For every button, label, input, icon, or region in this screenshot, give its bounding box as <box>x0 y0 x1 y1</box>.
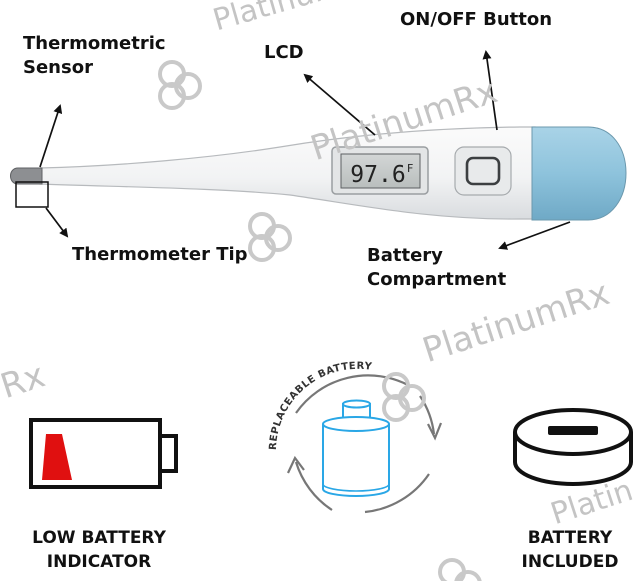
lcd-arrow <box>303 73 376 136</box>
low-battery-caption-line2: INDICATOR <box>46 552 152 572</box>
sensor-arrow <box>39 104 63 168</box>
battery-arrow <box>498 221 571 250</box>
battery-label-line1: Battery <box>367 245 443 266</box>
lcd-label: LCD <box>264 42 304 63</box>
thermometer-cap <box>531 126 627 221</box>
onoff-button-recess[interactable] <box>454 146 512 196</box>
tip-arrow <box>45 207 69 238</box>
lcd-unit: F <box>407 162 413 175</box>
tip-callout-box <box>15 181 49 208</box>
low-battery-caption: LOW BATTERY INDICATOR <box>14 526 184 574</box>
thermometer-tip <box>10 167 43 185</box>
lcd-reading: 97.6 <box>350 162 405 188</box>
low-battery-icon <box>29 418 178 489</box>
replaceable-battery-icon <box>287 374 443 514</box>
coin-battery-icon <box>513 408 633 486</box>
tip-label: Thermometer Tip <box>72 244 248 265</box>
battery-included-caption-line2: INCLUDED <box>521 552 619 572</box>
battery-included-caption: BATTERY INCLUDED <box>500 526 640 574</box>
onoff-label: ON/OFF Button <box>400 9 553 30</box>
battery-compartment-label: Battery Compartment <box>367 244 506 292</box>
onoff-arrow <box>482 50 498 131</box>
lcd-screen <box>340 153 421 189</box>
battery-included-caption-line1: BATTERY <box>527 528 613 548</box>
sensor-label: Thermometric Sensor <box>23 32 166 80</box>
low-battery-caption-line1: LOW BATTERY <box>32 528 166 548</box>
battery-label-line2: Compartment <box>367 269 507 290</box>
onoff-button[interactable] <box>465 156 501 186</box>
sensor-label-line2: Sensor <box>23 57 93 78</box>
thermometer: 97.6 F <box>10 126 627 221</box>
sensor-label-line1: Thermometric <box>23 33 166 54</box>
